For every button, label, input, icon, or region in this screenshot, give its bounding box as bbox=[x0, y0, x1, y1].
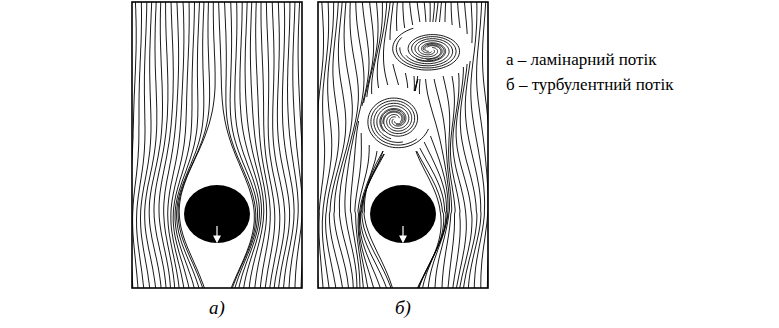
streamline bbox=[282, 2, 294, 288]
key-line: б – турбулентний потік bbox=[506, 75, 674, 95]
vortex-line bbox=[416, 43, 445, 62]
streamline bbox=[360, 2, 387, 288]
streamline bbox=[137, 2, 147, 288]
panel-frame bbox=[132, 2, 302, 288]
streamline bbox=[483, 2, 489, 288]
vortex-line bbox=[371, 101, 417, 145]
streamline bbox=[360, 2, 390, 288]
streamline bbox=[173, 2, 194, 288]
key-line: а – ламінарний потік bbox=[506, 50, 657, 70]
streamline bbox=[141, 2, 152, 288]
streamline bbox=[266, 2, 280, 288]
panel-caption: а) bbox=[209, 297, 225, 320]
streamline bbox=[272, 2, 285, 288]
streamline bbox=[293, 2, 302, 288]
body-ellipse bbox=[370, 185, 436, 243]
vortex-line bbox=[374, 103, 412, 142]
streamline bbox=[178, 2, 210, 288]
vortex-line bbox=[383, 111, 403, 124]
streamline bbox=[175, 2, 200, 288]
vortex-line bbox=[400, 39, 453, 66]
vortex-line bbox=[406, 41, 449, 64]
streamline bbox=[329, 2, 345, 288]
vortex-line bbox=[377, 106, 409, 139]
panel-caption: б) bbox=[395, 297, 411, 320]
streamline bbox=[326, 2, 339, 288]
vortex-line bbox=[368, 98, 429, 148]
streamline bbox=[318, 2, 324, 288]
streamline bbox=[133, 2, 142, 288]
vortex-line bbox=[396, 37, 456, 68]
vortex-line bbox=[393, 28, 460, 70]
streamline bbox=[179, 2, 215, 288]
vortex-line bbox=[380, 109, 406, 132]
streamline bbox=[460, 2, 477, 288]
body-ellipse bbox=[184, 185, 250, 243]
laminar-streamlines bbox=[132, 2, 302, 288]
direction-arrow bbox=[214, 226, 406, 242]
streamline bbox=[149, 2, 162, 288]
panel-frame bbox=[318, 2, 488, 288]
turbulent-streamlines bbox=[318, 2, 488, 288]
streamline bbox=[245, 2, 264, 288]
streamline bbox=[277, 2, 289, 288]
streamline bbox=[319, 2, 329, 288]
streamline bbox=[250, 2, 266, 288]
streamline bbox=[168, 2, 184, 288]
vortex-line bbox=[425, 45, 442, 60]
streamline bbox=[145, 2, 157, 288]
streamline bbox=[154, 2, 168, 288]
